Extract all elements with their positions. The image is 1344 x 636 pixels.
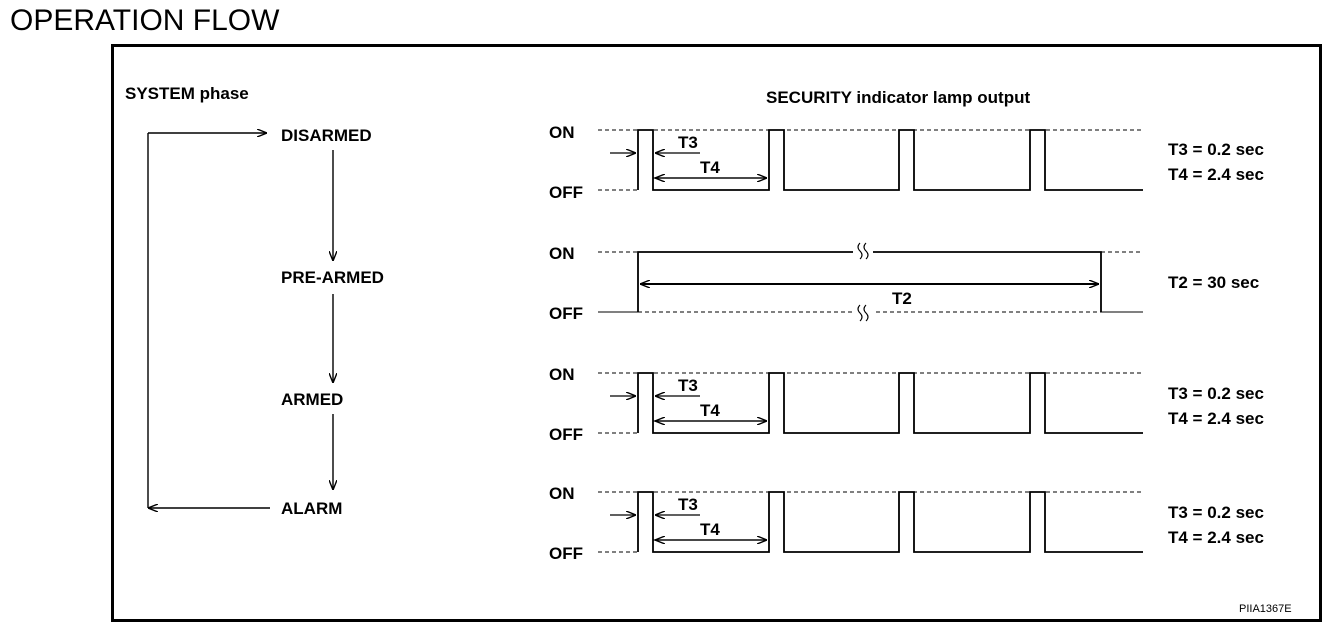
t2-label: T2 — [892, 289, 912, 308]
note-disarmed-t4: T4 = 2.4 sec — [1168, 165, 1264, 184]
off-label: OFF — [549, 304, 583, 323]
t3-label: T3 — [678, 376, 698, 395]
break-mark-icon — [853, 240, 873, 324]
system-phase-header: SYSTEM phase — [125, 84, 249, 103]
note-armed-t4: T4 = 2.4 sec — [1168, 409, 1264, 428]
phase-armed: ARMED — [281, 390, 343, 409]
t4-label: T4 — [700, 401, 720, 420]
note-alarm-t3: T3 = 0.2 sec — [1168, 503, 1264, 522]
waveform-prearmed: ON OFF T2 — [549, 240, 1143, 324]
off-label: OFF — [549, 183, 583, 202]
note-alarm-t4: T4 = 2.4 sec — [1168, 528, 1264, 547]
t4-label: T4 — [700, 158, 720, 177]
phase-alarm: ALARM — [281, 499, 342, 518]
waveform-armed: ON OFF T3 T4 — [549, 365, 1143, 444]
note-prearmed-t2: T2 = 30 sec — [1168, 273, 1259, 292]
waveform-disarmed: ON OFF T3 T4 — [549, 123, 1143, 202]
on-label: ON — [549, 123, 575, 142]
on-label: ON — [549, 365, 575, 384]
on-label: ON — [549, 244, 575, 263]
on-label: ON — [549, 484, 575, 503]
off-label: OFF — [549, 544, 583, 563]
note-disarmed-t3: T3 = 0.2 sec — [1168, 140, 1264, 159]
t3-label: T3 — [678, 133, 698, 152]
page-title: OPERATION FLOW — [10, 4, 280, 37]
t3-label: T3 — [678, 495, 698, 514]
diagram-frame — [111, 44, 1322, 622]
phase-flow-arrows — [147, 133, 333, 508]
figure-code: PIIA1367E — [1239, 603, 1292, 615]
note-armed-t3: T3 = 0.2 sec — [1168, 384, 1264, 403]
phase-disarmed: DISARMED — [281, 126, 372, 145]
off-label: OFF — [549, 425, 583, 444]
t4-label: T4 — [700, 520, 720, 539]
lamp-output-header: SECURITY indicator lamp output — [766, 88, 1030, 107]
phase-prearmed: PRE-ARMED — [281, 268, 384, 287]
waveform-alarm: ON OFF T3 T4 — [549, 484, 1143, 563]
